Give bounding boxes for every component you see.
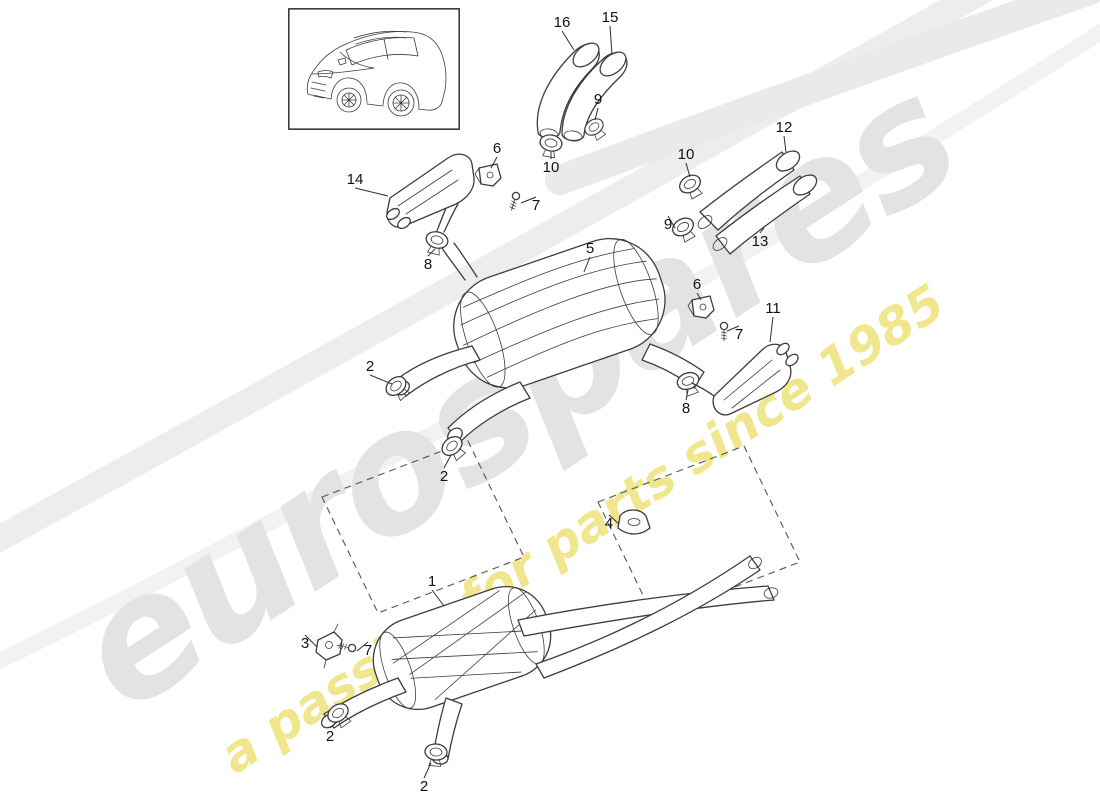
callout-leader <box>356 641 369 652</box>
part-callout[interactable]: 8 <box>682 400 690 417</box>
dashed-region-left <box>321 440 525 614</box>
callout-leader <box>443 454 452 469</box>
callout-leader <box>490 156 498 169</box>
callout-leader <box>783 135 787 153</box>
tailpipe-set-right <box>697 150 818 255</box>
bracket-6-left <box>474 163 502 187</box>
callout-leader <box>423 762 432 779</box>
callout-leader <box>685 162 691 178</box>
callout-leader <box>696 292 702 301</box>
mount-bracket <box>315 623 343 669</box>
exhaust-hanger <box>617 509 651 535</box>
pipe-opening <box>763 587 779 599</box>
callout-leader <box>609 25 613 56</box>
part-callout[interactable]: 1 <box>428 573 436 590</box>
callout-leader <box>583 256 591 273</box>
part-callout[interactable]: 12 <box>776 119 793 136</box>
callout-leader <box>769 316 774 343</box>
part-callout[interactable]: 16 <box>554 14 571 31</box>
muffler-inlet-stub-top <box>441 242 478 281</box>
callout-leader <box>304 634 318 648</box>
part-callout[interactable]: 6 <box>493 140 501 157</box>
callout-leader <box>369 374 393 385</box>
part-callout[interactable]: 6 <box>693 276 701 293</box>
callout-leader <box>354 187 389 197</box>
callout-leader <box>329 721 338 729</box>
part-callout[interactable]: 10 <box>543 159 560 176</box>
callout-leader <box>561 30 575 51</box>
rear-silencer-right <box>691 342 799 416</box>
part-callout[interactable]: 2 <box>326 728 334 745</box>
dashed-region-right <box>597 445 801 619</box>
callout-leader <box>608 514 620 525</box>
part-callout[interactable]: 7 <box>364 642 372 659</box>
callout-leader <box>427 248 436 257</box>
callout-leader <box>520 196 537 204</box>
vehicle-thumbnail <box>288 8 460 131</box>
callout-leader <box>726 325 740 332</box>
main-muffler <box>453 237 666 389</box>
callout-leader <box>759 227 765 234</box>
part-callout[interactable]: 2 <box>366 358 374 375</box>
center-muffler <box>372 585 552 711</box>
part-callout[interactable]: 8 <box>424 256 432 273</box>
part-callout[interactable]: 4 <box>605 515 613 532</box>
part-callout[interactable]: 3 <box>301 635 309 652</box>
part-callout[interactable]: 11 <box>765 300 781 317</box>
pipe-opening <box>748 556 762 570</box>
rear-silencer-left <box>386 153 475 237</box>
part-callout[interactable]: 10 <box>678 146 695 163</box>
part-callout[interactable]: 9 <box>664 216 672 233</box>
part-callout[interactable]: 7 <box>532 197 540 214</box>
part-callout[interactable]: 7 <box>735 326 743 343</box>
part-callout[interactable]: 9 <box>594 91 602 108</box>
part-callout[interactable]: 14 <box>347 171 364 188</box>
callout-leader <box>667 215 676 229</box>
x-pipe-lower <box>535 555 761 679</box>
tailpipe-set-left <box>536 42 628 142</box>
part-callout[interactable]: 5 <box>586 240 594 257</box>
screw-7-left <box>507 190 522 213</box>
part-callout[interactable]: 15 <box>602 9 619 26</box>
callout-leader <box>685 389 689 401</box>
callout-leader <box>594 107 599 121</box>
callout-leader <box>431 589 445 607</box>
part-callout[interactable]: 2 <box>420 778 428 795</box>
part-callout[interactable]: 13 <box>752 233 769 250</box>
part-callout[interactable]: 2 <box>440 468 448 485</box>
